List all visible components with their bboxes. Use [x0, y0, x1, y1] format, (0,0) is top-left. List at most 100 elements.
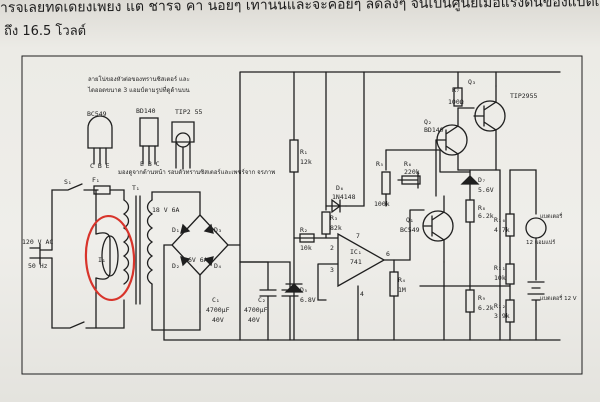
- label-d5-value: 6.8V: [300, 296, 316, 304]
- label-output-2: 12 แอมแปร์: [526, 239, 555, 246]
- label-c1: C₁: [212, 296, 220, 304]
- label-c1-value: 4700µF: [206, 306, 230, 314]
- label-bridge: 6V 6A: [188, 256, 208, 264]
- label-tip2955: TIP2 55: [175, 108, 202, 116]
- resistor-r6: [401, 175, 421, 185]
- label-i1: I₁: [98, 256, 106, 264]
- label-c1-voltage: 40V: [212, 316, 224, 324]
- label-r1: R₁: [300, 148, 308, 156]
- resistor-r4: [389, 271, 399, 297]
- label-r10-value: 4.7k: [494, 226, 510, 234]
- label-d7: D₇: [478, 176, 486, 184]
- transformer-primary: [122, 199, 130, 285]
- label-c2: C₂: [258, 296, 266, 304]
- label-pin4: 4: [360, 290, 364, 298]
- label-d7-value: 5.6V: [478, 186, 494, 194]
- highlight-circle: [84, 214, 136, 302]
- resistor-r8: [465, 199, 475, 223]
- tip2955-package-icon: [171, 121, 195, 143]
- label-r3: R₃: [330, 214, 338, 222]
- ammeter-icon: [525, 217, 547, 239]
- label-r7-value: 100Ω: [448, 98, 464, 106]
- transformer-secondary: [146, 199, 154, 285]
- label-r9: R₉: [478, 294, 486, 302]
- label-mains: 120 V AC: [22, 238, 53, 246]
- resistor-r3: [321, 211, 331, 235]
- label-r2: R₂: [300, 226, 308, 234]
- label-r7: R₇: [452, 86, 460, 94]
- note-line-3: มองดูจากด้านหน้า รอบตัวทรานซิสเตอร์และเพ…: [118, 168, 275, 176]
- label-r1-value: 12k: [300, 158, 312, 166]
- resistor-r1: [289, 139, 299, 173]
- label-pin2: 2: [330, 244, 334, 252]
- label-r12: R₁₂: [494, 302, 506, 310]
- resistor-r9: [465, 289, 475, 313]
- label-bc549: BC549: [87, 110, 107, 118]
- label-d3: D₃: [214, 226, 222, 234]
- thai-text-line-2: ถึง 16.5 โวลต์: [4, 24, 87, 39]
- label-output-1: แบตเตอรี่: [540, 212, 562, 220]
- diode-d6: [325, 198, 347, 214]
- label-r11-value: 10k: [494, 274, 506, 282]
- label-r10: R₁₀: [494, 216, 506, 224]
- label-pin3: 3: [330, 266, 334, 274]
- bc549-package-icon: [87, 115, 113, 149]
- label-mains-hz: 50 Hz: [28, 262, 48, 270]
- note-line-1: ลายโน่ของหัวต่อของทรานซิสเตอร์ และ: [88, 75, 190, 83]
- label-q3-value: TIP2955: [510, 92, 537, 100]
- label-q1-value: BC549: [400, 226, 420, 234]
- label-r8: R₈: [478, 204, 486, 212]
- label-r5: R₅: [376, 160, 384, 168]
- label-pin6: 6: [386, 250, 390, 258]
- resistor-r11: [505, 263, 515, 285]
- neon-lamp-i1: [101, 235, 119, 277]
- label-d5: D₅: [300, 286, 308, 294]
- label-q1: Q₁: [406, 216, 414, 224]
- label-c2-voltage: 40V: [248, 316, 260, 324]
- label-pin7: 7: [356, 232, 360, 240]
- pins-bc549: C B E: [90, 162, 110, 170]
- label-battery: แบตเตอรี่ 12 V: [540, 294, 577, 302]
- label-r4-value: 1M: [398, 286, 406, 294]
- label-r11: R₁₁: [494, 264, 506, 272]
- label-d4: D₄: [214, 262, 222, 270]
- label-r4: R₄: [398, 276, 406, 284]
- label-r8-value: 6.2k: [478, 212, 494, 220]
- label-q2: Q₂: [424, 118, 432, 126]
- supply-rails: [239, 71, 561, 341]
- label-r6-value: 220k: [404, 168, 420, 176]
- label-d6: D₆: [336, 184, 344, 192]
- label-q2-value: BD140: [424, 126, 444, 134]
- transistor-q1: [422, 210, 454, 242]
- label-r3-value: 82k: [330, 224, 342, 232]
- label-r2-value: 10k: [300, 244, 312, 252]
- opamp-ic1: [337, 232, 386, 288]
- label-d6-value: 1N4148: [332, 193, 356, 201]
- label-d2: D₂: [172, 262, 180, 270]
- mains-plug-icon: [29, 243, 41, 265]
- battery-symbol: [527, 237, 545, 341]
- switch-s1: [51, 183, 99, 251]
- label-r6: R₆: [404, 160, 412, 168]
- label-r12-value: 3.9k: [494, 312, 510, 320]
- resistor-r5: [381, 171, 391, 195]
- capacitor-c2: [239, 261, 299, 341]
- label-t1: T₁: [132, 184, 140, 192]
- label-r9-value: 6.2k: [478, 304, 494, 312]
- label-s1: S₁: [64, 178, 72, 186]
- pins-bd140: E B C: [140, 160, 160, 168]
- label-c2-value: 4700µF: [244, 306, 268, 314]
- label-f1: F₁: [92, 176, 100, 184]
- label-secondary: 18 V 6A: [152, 206, 179, 214]
- label-r5-value: 100k: [374, 200, 390, 208]
- label-bd140: BD140: [136, 107, 156, 115]
- note-line-2: ไดออดขนาด 3 แอมป์ตามรูปที่ดูด้านบน: [87, 86, 190, 94]
- label-ic1: IC₁: [350, 248, 362, 256]
- zener-d7: [460, 175, 480, 185]
- resistor-r7: [453, 87, 463, 107]
- bd140-package-icon: [139, 117, 159, 147]
- diagram-frame: [21, 55, 583, 375]
- label-d1: D₁: [172, 226, 180, 234]
